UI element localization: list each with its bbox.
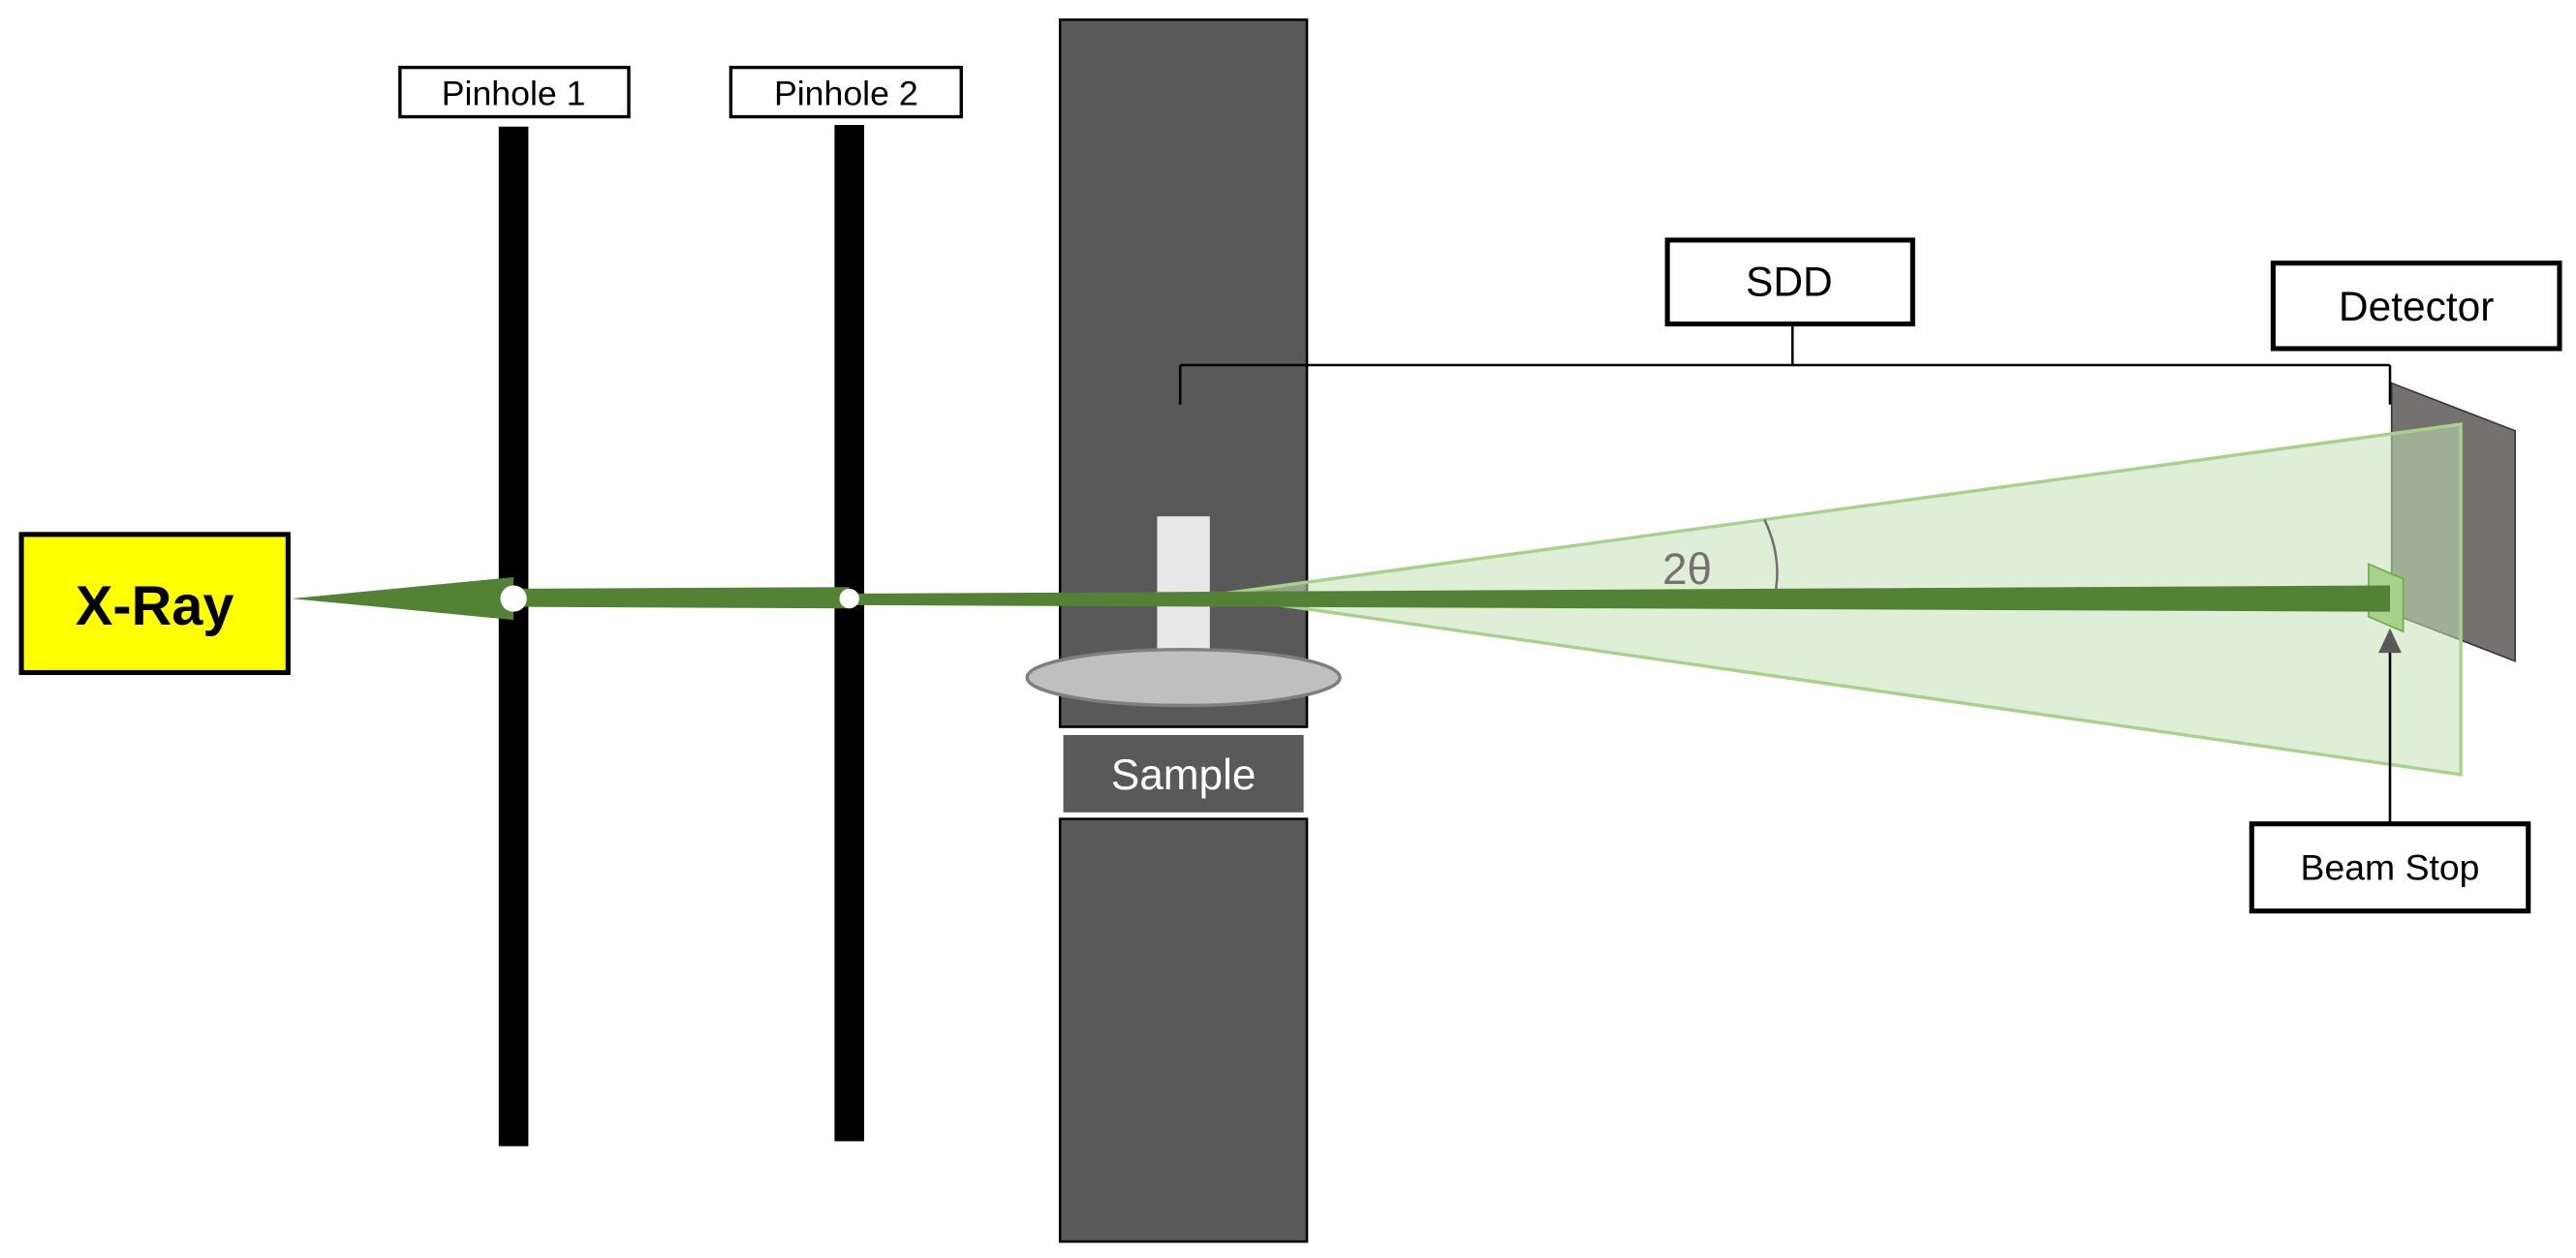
sdd-label: SDD bbox=[1746, 260, 1833, 305]
beam-stop-label: Beam Stop bbox=[2301, 846, 2480, 887]
incident-beam-source bbox=[291, 577, 514, 621]
sample-label: Sample bbox=[1111, 752, 1257, 799]
incident-beam-collimated bbox=[513, 587, 850, 609]
pinhole-2-label-box: Pinhole 2 bbox=[729, 65, 963, 119]
pinhole-1-label: Pinhole 1 bbox=[442, 75, 586, 113]
detector-label-box: Detector bbox=[2270, 261, 2562, 352]
xray-source-label: X-Ray bbox=[76, 575, 234, 637]
pinhole-1-plate bbox=[498, 126, 529, 1147]
beam-stop-pointer bbox=[2378, 628, 2402, 823]
pinhole-1-aperture bbox=[500, 585, 527, 612]
sdd-label-box: SDD bbox=[1664, 237, 1915, 327]
pinhole-2-plate bbox=[834, 125, 864, 1142]
pinhole-1-label-box: Pinhole 1 bbox=[398, 65, 631, 119]
sdd-bracket bbox=[1178, 323, 2392, 405]
sample-holder-lower bbox=[1058, 817, 1309, 1243]
beam-stop-label-box: Beam Stop bbox=[2249, 821, 2531, 914]
direct-beam bbox=[849, 585, 2391, 612]
pinhole-2-label: Pinhole 2 bbox=[774, 75, 918, 113]
sample bbox=[1157, 516, 1210, 665]
angle-arc bbox=[1763, 519, 1779, 590]
sample-platform bbox=[1025, 648, 1342, 708]
angle-label: 2θ bbox=[1662, 543, 1712, 594]
detector-label: Detector bbox=[2339, 284, 2495, 329]
pinhole-2-aperture bbox=[839, 588, 859, 609]
xray-source: X-Ray bbox=[18, 532, 291, 676]
sample-label-box: Sample bbox=[1060, 731, 1308, 816]
